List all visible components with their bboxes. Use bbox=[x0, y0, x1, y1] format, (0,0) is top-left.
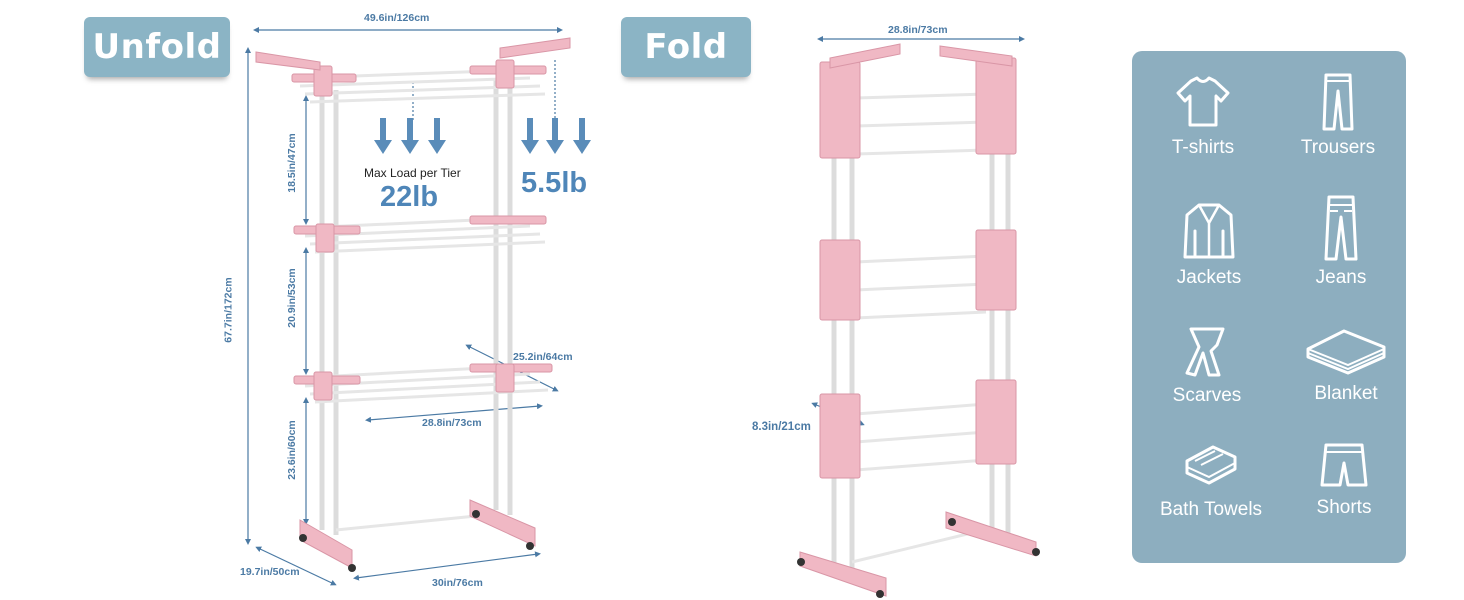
item-tshirts: T-shirts bbox=[1138, 73, 1268, 159]
trousers-icon bbox=[1322, 73, 1354, 131]
item-bath-towels: Bath Towels bbox=[1146, 439, 1276, 521]
item-jeans: Jeans bbox=[1276, 193, 1406, 289]
item-label: Bath Towels bbox=[1159, 499, 1263, 520]
dim-total-width: 49.6in/126cm bbox=[364, 12, 430, 24]
dim-base-width: 30in/76cm bbox=[432, 577, 483, 589]
jacket-icon bbox=[1183, 203, 1235, 259]
tshirt-icon bbox=[1176, 76, 1230, 127]
dim-shelf-width: 28.8in/73cm bbox=[422, 417, 482, 429]
item-label: Jeans bbox=[1315, 267, 1367, 288]
max-load-wing: 5.5lb bbox=[521, 167, 588, 199]
dim-total-height: 67.7in/172cm bbox=[222, 277, 235, 343]
dim-base-depth: 19.7in/50cm bbox=[240, 566, 300, 578]
item-trousers: Trousers bbox=[1273, 71, 1403, 159]
max-load-label: Max Load per Tier bbox=[364, 166, 461, 180]
unfold-tag: Unfold bbox=[84, 17, 230, 77]
item-label: Shorts bbox=[1316, 497, 1372, 518]
towels-icon bbox=[1185, 445, 1237, 485]
item-label: Trousers bbox=[1300, 137, 1376, 158]
item-label: Blanket bbox=[1314, 383, 1378, 404]
item-label: Scarves bbox=[1172, 385, 1242, 406]
blanket-icon bbox=[1306, 329, 1386, 375]
jeans-icon bbox=[1324, 195, 1358, 261]
dim-tier3-height: 23.6in/60cm bbox=[285, 420, 298, 480]
dim-tier2-height: 20.9in/53cm bbox=[285, 268, 298, 328]
max-load-main: 22lb bbox=[380, 181, 439, 213]
dim-tier1-height: 18.5in/47cm bbox=[285, 133, 298, 193]
item-shorts: Shorts bbox=[1279, 441, 1409, 519]
item-scarves: Scarves bbox=[1142, 323, 1272, 407]
usage-panel: T-shirts Trousers Jackets Jeans Scarves bbox=[1132, 51, 1406, 563]
fold-dim-width: 28.8in/73cm bbox=[888, 24, 948, 36]
fold-dim-depth: 8.3in/21cm bbox=[752, 421, 811, 433]
shorts-icon bbox=[1320, 443, 1368, 487]
fold-tag: Fold bbox=[621, 17, 751, 77]
scarf-icon bbox=[1185, 327, 1225, 377]
dim-wing-width: 25.2in/64cm bbox=[513, 351, 573, 363]
item-jackets: Jackets bbox=[1144, 201, 1274, 289]
fold-rack-illustration bbox=[797, 36, 1040, 598]
item-blanket: Blanket bbox=[1281, 327, 1411, 405]
item-label: Jackets bbox=[1176, 267, 1242, 288]
item-label: T-shirts bbox=[1171, 137, 1235, 158]
